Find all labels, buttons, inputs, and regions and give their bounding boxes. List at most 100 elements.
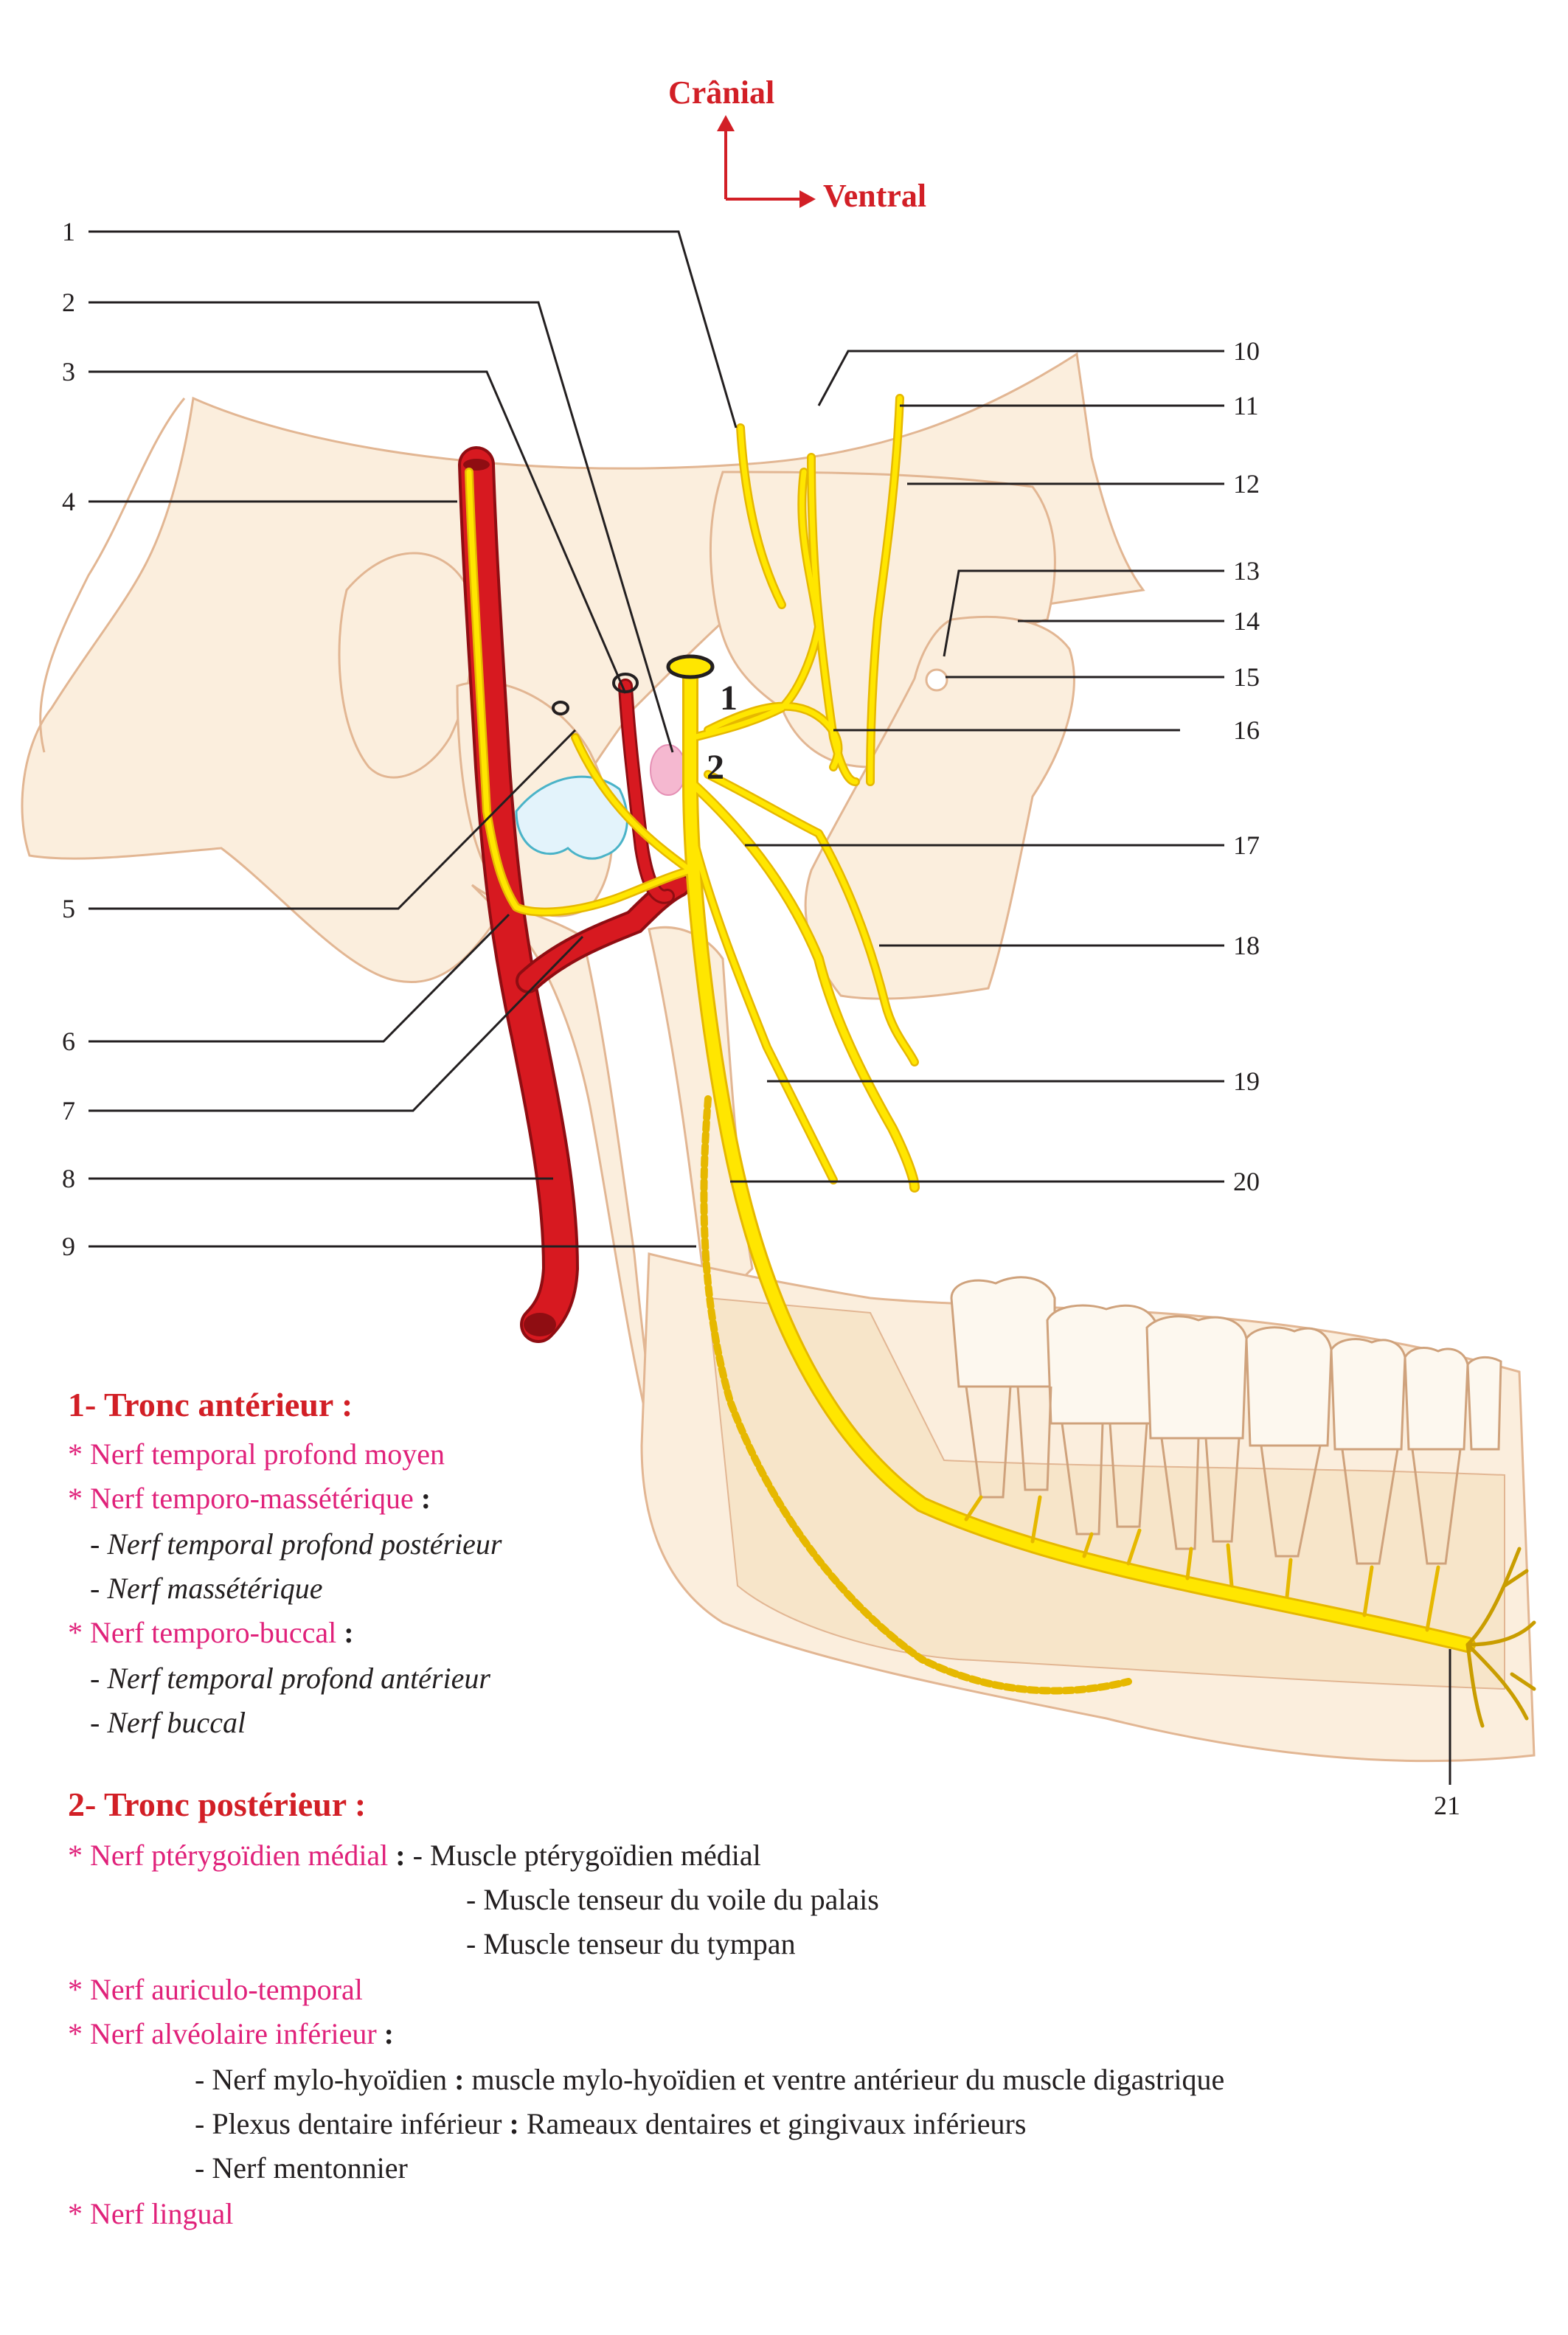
nerves [465, 394, 1536, 1728]
leader-line-13 [943, 569, 1224, 657]
legend-colon: : [502, 2107, 519, 2140]
label-13: 13 [1233, 556, 1260, 586]
legend-subitem-buccal: - Nerf buccal [90, 1706, 246, 1739]
cranial-label: Crânial [668, 74, 774, 111]
legend-item-lingual: * Nerf lingual [68, 2197, 234, 2230]
legend-subitem-desc: muscle mylo-hyoïdien et ventre antérieur… [464, 2063, 1225, 2096]
legend-item-label: * Nerf alvéolaire inférieur [68, 2017, 377, 2050]
legend-muscle: - Muscle tenseur du voile du palais [466, 1883, 879, 1916]
medial-pterygoid-nerve [705, 771, 917, 1065]
legend-subitem-masseteric: - Nerf massétérique [90, 1572, 323, 1605]
buccal-nerve [687, 823, 836, 1183]
mental-nerve [1465, 1547, 1536, 1728]
tooth [1046, 1304, 1159, 1425]
label-15: 15 [1233, 662, 1260, 692]
label-11: 11 [1233, 391, 1259, 420]
legend-colon: : [395, 1839, 406, 1872]
tooth [1330, 1338, 1406, 1451]
legend-item-medial-pterygoid: * Nerf ptérygoïdien médial : - Muscle pt… [68, 1841, 761, 1870]
nerve-cut [552, 701, 569, 715]
anterior-trunk-title: 1- Tronc antérieur : [68, 1386, 353, 1423]
label-17: 17 [1233, 830, 1260, 860]
leader-line-1 [89, 230, 738, 429]
leader-lines [89, 230, 1451, 1785]
legend-colon: : [447, 2063, 465, 2096]
leader-line-5 [89, 729, 577, 910]
legend-subitem-mylohyoid: - Nerf mylo-hyoïdien : muscle mylo-hyoïd… [195, 2065, 1224, 2095]
legend-muscle: - Muscle ptérygoïdien médial [405, 1839, 761, 1872]
legend-colon: : [420, 1482, 431, 1515]
legend-item-temporo-masseteric: * Nerf temporo-massétérique : [68, 1484, 431, 1513]
articular-disc [515, 775, 628, 860]
tooth-root [1260, 1445, 1322, 1558]
label-19: 19 [1233, 1066, 1260, 1096]
tooth [1404, 1347, 1469, 1451]
deep-temporal-nerve [690, 469, 822, 740]
label-3: 3 [62, 357, 75, 386]
legend-item-temporo-buccal: * Nerf temporo-buccal : [68, 1618, 354, 1648]
legend-muscle: - Muscle tenseur du tympan [466, 1927, 796, 1960]
nerve-trunk-cut [666, 654, 715, 679]
label-5: 5 [62, 894, 75, 923]
leader-line-7 [89, 935, 584, 1112]
gland [650, 744, 687, 796]
artery-cut-end [524, 1313, 556, 1336]
label-10: 10 [1233, 336, 1260, 366]
label-21: 21 [1434, 1791, 1460, 1820]
foramen-marker [925, 668, 948, 692]
chorda-tympani-branch [572, 735, 693, 873]
leader-line-2 [89, 301, 674, 753]
label-7: 7 [62, 1096, 75, 1125]
legend-subitem-anterior-deep-temporal: - Nerf temporal profond antérieur [90, 1662, 490, 1695]
dental-branches [964, 1495, 1440, 1632]
label-1: 1 [62, 217, 75, 246]
anterior-trunk-number: 1 [720, 679, 738, 718]
temporal-branch [808, 454, 858, 785]
legend-subitem-dental-plexus: - Plexus dentaire inférieur : Rameaux de… [195, 2109, 1026, 2139]
inferior-alveolar-nerve [684, 665, 1474, 1651]
tooth-root [1341, 1448, 1399, 1565]
posterior-trunk-title: 2- Tronc postérieur : [68, 1786, 367, 1823]
legend-subitem-desc: Rameaux dentaires et gingivaux inférieur… [518, 2107, 1027, 2140]
legend-subitem-label: - Nerf mylo-hyoïdien [195, 2063, 448, 2096]
tooth [1466, 1356, 1502, 1451]
legend-item-inferior-alveolar: * Nerf alvéolaire inférieur : [68, 2019, 394, 2049]
temporal-branch [867, 395, 903, 785]
label-16: 16 [1233, 715, 1260, 745]
leader-line-3 [89, 370, 627, 694]
auriculotemporal-nerve [466, 469, 693, 915]
temporal-branch [738, 425, 785, 608]
ventral-label: Ventral [823, 178, 926, 214]
label-14: 14 [1233, 606, 1260, 636]
label-20: 20 [1233, 1167, 1260, 1196]
posterior-trunk-number: 2 [707, 748, 724, 787]
legend-item-middle-deep-temporal: * Nerf temporal profond moyen [68, 1437, 445, 1471]
tooth-root [1061, 1423, 1148, 1536]
label-9: 9 [62, 1232, 75, 1261]
legend-colon: : [384, 2017, 394, 2050]
legend-subitem-label: - Plexus dentaire inférieur [195, 2107, 502, 2140]
lingual-nerve [687, 778, 918, 1191]
leader-line-6 [89, 913, 510, 1043]
legend-colon: : [344, 1616, 354, 1649]
legend-subitem-posterior-deep-temporal: - Nerf temporal profond postérieur [90, 1527, 502, 1561]
label-4: 4 [62, 487, 75, 516]
label-2: 2 [62, 288, 75, 317]
legend-item-label: * Nerf temporo-massétérique [68, 1482, 414, 1515]
number-labels: 1 2 3 4 5 6 7 8 9 10 11 12 13 14 15 16 1… [62, 217, 1460, 1820]
label-8: 8 [62, 1164, 75, 1193]
mylohyoid-nerve [700, 1095, 1132, 1695]
leader-line-10 [817, 350, 1224, 406]
tooth [1145, 1315, 1248, 1440]
orientation-indicator: Crânial Ventral [668, 74, 926, 214]
tooth [1245, 1326, 1333, 1447]
tooth-root [965, 1386, 1052, 1499]
tooth-root [1160, 1437, 1241, 1550]
legend-item-auriculotemporal: * Nerf auriculo-temporal [68, 1973, 363, 2006]
artery-cut-end [463, 459, 490, 471]
legend-subitem-mental: - Nerf mentonnier [195, 2151, 408, 2185]
tooth-root [1411, 1448, 1462, 1565]
label-6: 6 [62, 1027, 75, 1056]
legend-item-label: * Nerf temporo-buccal [68, 1616, 337, 1649]
